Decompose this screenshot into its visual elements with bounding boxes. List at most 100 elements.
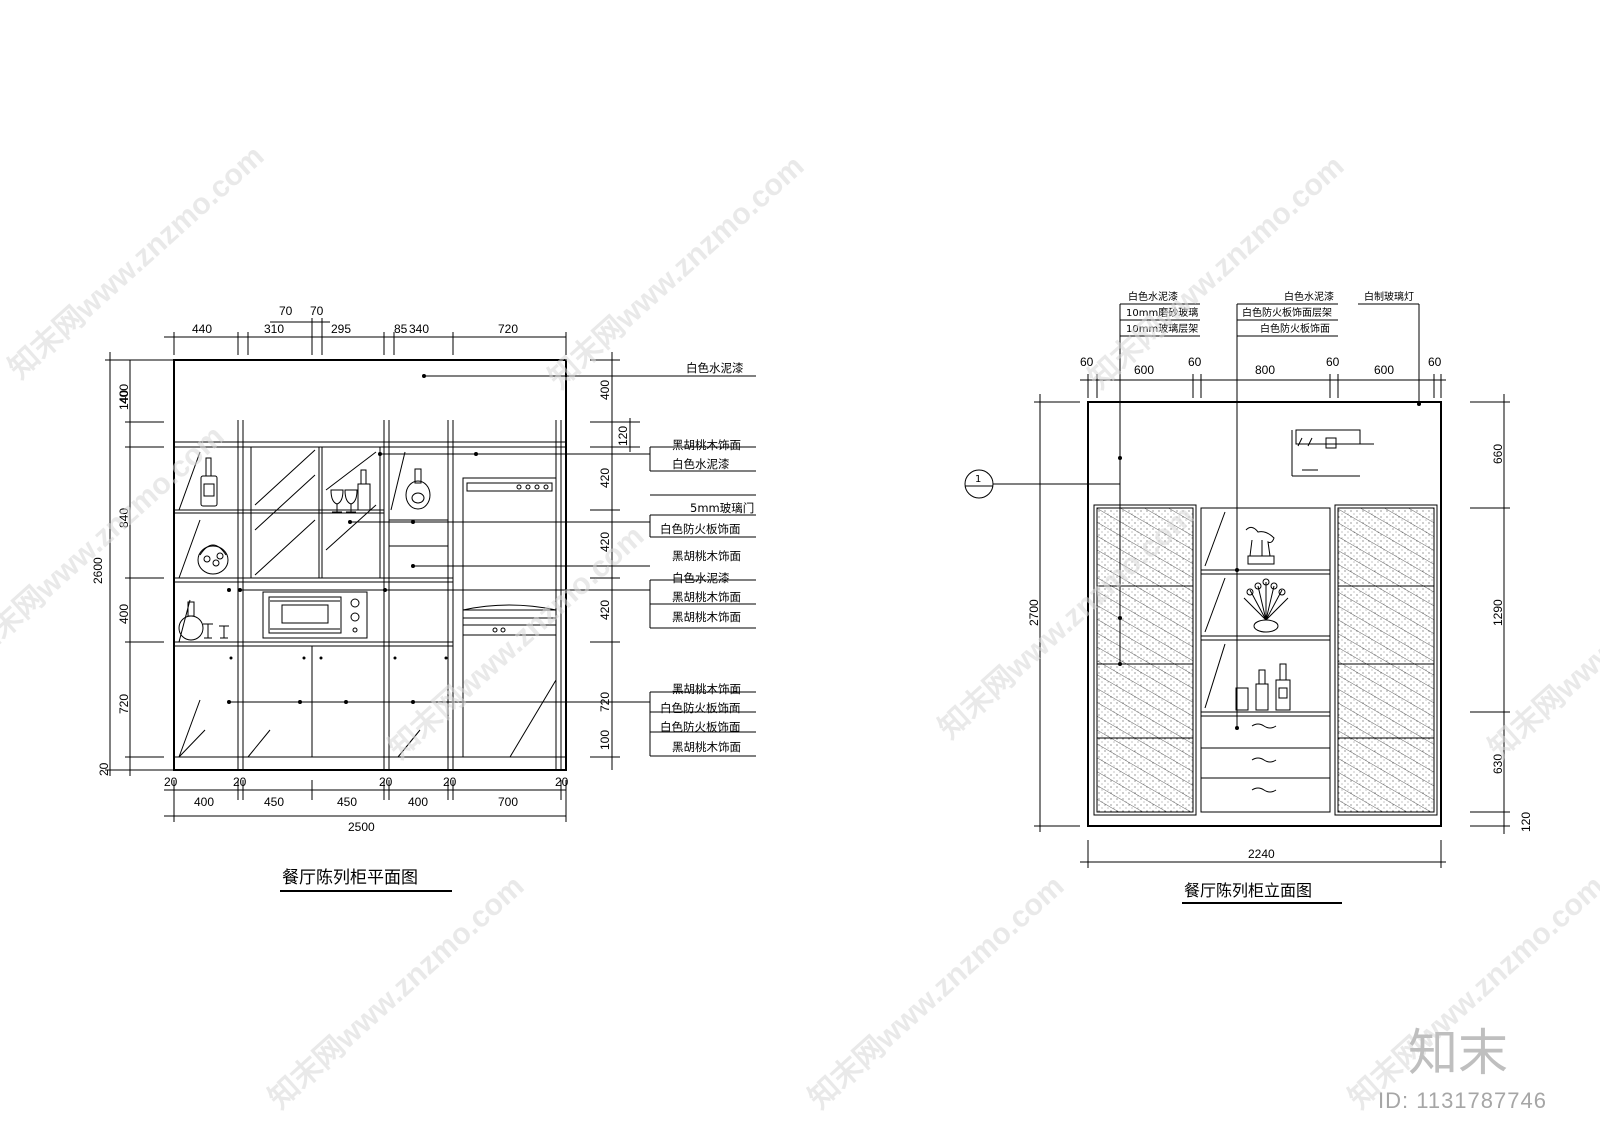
plan-bottom-dimension — [164, 780, 567, 822]
watermark-text-6: 知末网www.znzmo.com — [1483, 519, 1600, 765]
image-id: ID: 1131787746 — [1378, 1088, 1547, 1113]
elev-dim-2240: 2240 — [1248, 847, 1275, 861]
elev-dim-2700: 2700 — [1027, 599, 1041, 626]
dim-bottom-400b: 400 — [408, 795, 428, 809]
plan-lower-doors — [178, 646, 421, 758]
elev-label-r1: 白制玻璃灯 — [1364, 290, 1414, 303]
dim-bottom-450a: 450 — [264, 795, 284, 809]
dim-bottom-20c: 20 — [379, 775, 393, 789]
dim-bottom-20e: 20 — [555, 775, 569, 789]
dim-bottom-2500: 2500 — [348, 820, 375, 834]
elevation-top-dimension — [1080, 374, 1446, 398]
section-marker: 1 — [964, 469, 1120, 499]
elev-dim-630: 630 — [1491, 754, 1505, 774]
basket-icon — [197, 544, 229, 575]
watermark-text-8: 知末网www.znzmo.com — [263, 869, 531, 1115]
dim-top-310: 310 — [264, 322, 284, 336]
dim-left-2600: 2600 — [91, 557, 105, 584]
elev-dim-600a: 600 — [1134, 363, 1154, 377]
plan-label-13: 黑胡桃木饰面 — [672, 740, 741, 754]
watermark-text-9: 知末网www.znzmo.com — [803, 869, 1071, 1115]
plan-right-dimension — [590, 352, 640, 770]
dim-right-100: 100 — [598, 730, 612, 750]
elev-dim-1290: 1290 — [1491, 599, 1505, 626]
horse-icon — [1245, 526, 1275, 565]
plan-label-7: 白色水泥漆 — [672, 571, 730, 585]
oven-icon — [262, 591, 368, 639]
plan-top-dimension — [164, 318, 567, 355]
dim-bottom-400a: 400 — [194, 795, 214, 809]
appliance-icon — [462, 477, 557, 758]
elev-dim-800: 800 — [1255, 363, 1275, 377]
dim-top-720: 720 — [498, 322, 518, 336]
dim-top-440: 440 — [192, 322, 212, 336]
plan-label-4: 5mm玻璃门 — [690, 501, 754, 515]
dim-right-420c: 420 — [598, 600, 612, 620]
plan-left-dimension — [105, 352, 174, 776]
brand-logo: 知末 — [1408, 1024, 1508, 1082]
elevation-outline — [1087, 401, 1442, 827]
elevation-drawing: 1 — [964, 290, 1533, 904]
watermark-text-7: 知末网www.znzmo.com — [0, 419, 230, 665]
plan-title: 餐厅陈列柜平面图 — [282, 868, 418, 888]
elevation-leader-lines — [1119, 303, 1420, 728]
section-detail — [1291, 429, 1374, 477]
dim-bottom-700: 700 — [498, 795, 518, 809]
elev-dim-60b: 60 — [1188, 355, 1202, 369]
drawer-handles — [1251, 723, 1277, 793]
vase-flowers-icon — [1243, 578, 1289, 633]
dim-bottom-20d: 20 — [443, 775, 457, 789]
elev-dim-60a: 60 — [1080, 355, 1094, 369]
elev-dim-660: 660 — [1491, 444, 1505, 464]
plan-label-11: 白色防火板饰面 — [660, 701, 741, 715]
dim-left-720: 720 — [117, 694, 131, 714]
dim-left-400b: 400 — [117, 604, 131, 624]
dim-top-340: 340 — [409, 322, 429, 336]
plan-label-3: 白色水泥漆 — [672, 457, 730, 471]
plan-label-2: 黑胡桃木饰面 — [672, 438, 741, 452]
dim-bottom-20b: 20 — [233, 775, 247, 789]
elev-dim-60c: 60 — [1326, 355, 1340, 369]
watermark-text-2: 知末网www.znzmo.com — [543, 149, 811, 395]
plan-leader-lines — [229, 375, 756, 757]
elevation-center-shelves — [1200, 507, 1331, 813]
plan-cabinet-outline — [173, 359, 567, 771]
plan-label-6: 黑胡桃木饰面 — [672, 549, 741, 563]
plan-glass-doors — [250, 446, 381, 579]
elev-label-l2: 10mm磨砂玻璃 — [1126, 306, 1198, 319]
dim-right-420a: 420 — [598, 468, 612, 488]
bottles-icon — [1235, 663, 1291, 711]
watermark-text-3: 知末网www.znzmo.com — [1083, 149, 1351, 395]
elev-label-l3: 10mm玻璃层架 — [1126, 322, 1198, 335]
dim-right-400: 400 — [598, 380, 612, 400]
dim-bottom-20a: 20 — [164, 775, 178, 789]
dim-bottom-450b: 450 — [337, 795, 357, 809]
dim-right-720: 720 — [598, 692, 612, 712]
flask-icon — [405, 468, 431, 510]
plan-label-12: 白色防火板饰面 — [660, 720, 741, 734]
plan-label-1: 白色水泥漆 — [686, 361, 744, 375]
plan-label-10: 黑胡桃木饰面 — [672, 682, 741, 696]
plan-drawing: 440 70 70 310 295 85 340 720 140 400 840… — [91, 304, 756, 892]
elev-label-m2: 白色防火板饰面层架 — [1242, 306, 1332, 319]
elev-label-m1: 白色水泥漆 — [1284, 290, 1334, 303]
elevation-right-dimension — [1470, 394, 1510, 834]
elevation-title: 餐厅陈列柜立面图 — [1184, 881, 1312, 900]
elev-dim-60d: 60 — [1428, 355, 1442, 369]
dim-left-20: 20 — [97, 762, 111, 776]
elev-label-m3: 白色防火板饰面 — [1260, 322, 1330, 335]
dim-right-120: 120 — [616, 426, 630, 446]
elev-label-l1: 白色水泥漆 — [1128, 290, 1178, 303]
plan-partitions — [237, 420, 562, 770]
dim-top-85: 85 — [394, 322, 408, 336]
dim-left-140: 140 — [117, 390, 131, 410]
elev-dim-120: 120 — [1519, 812, 1533, 832]
dim-left-400: 400 — [117, 384, 131, 404]
plan-label-9: 黑胡桃木饰面 — [672, 610, 741, 624]
bottle-icon — [200, 457, 218, 507]
plan-label-8: 黑胡桃木饰面 — [672, 590, 741, 604]
elev-dim-600b: 600 — [1374, 363, 1394, 377]
watermark-text-1: 知末网www.znzmo.com — [3, 139, 271, 385]
dim-top-70b: 70 — [310, 304, 324, 318]
